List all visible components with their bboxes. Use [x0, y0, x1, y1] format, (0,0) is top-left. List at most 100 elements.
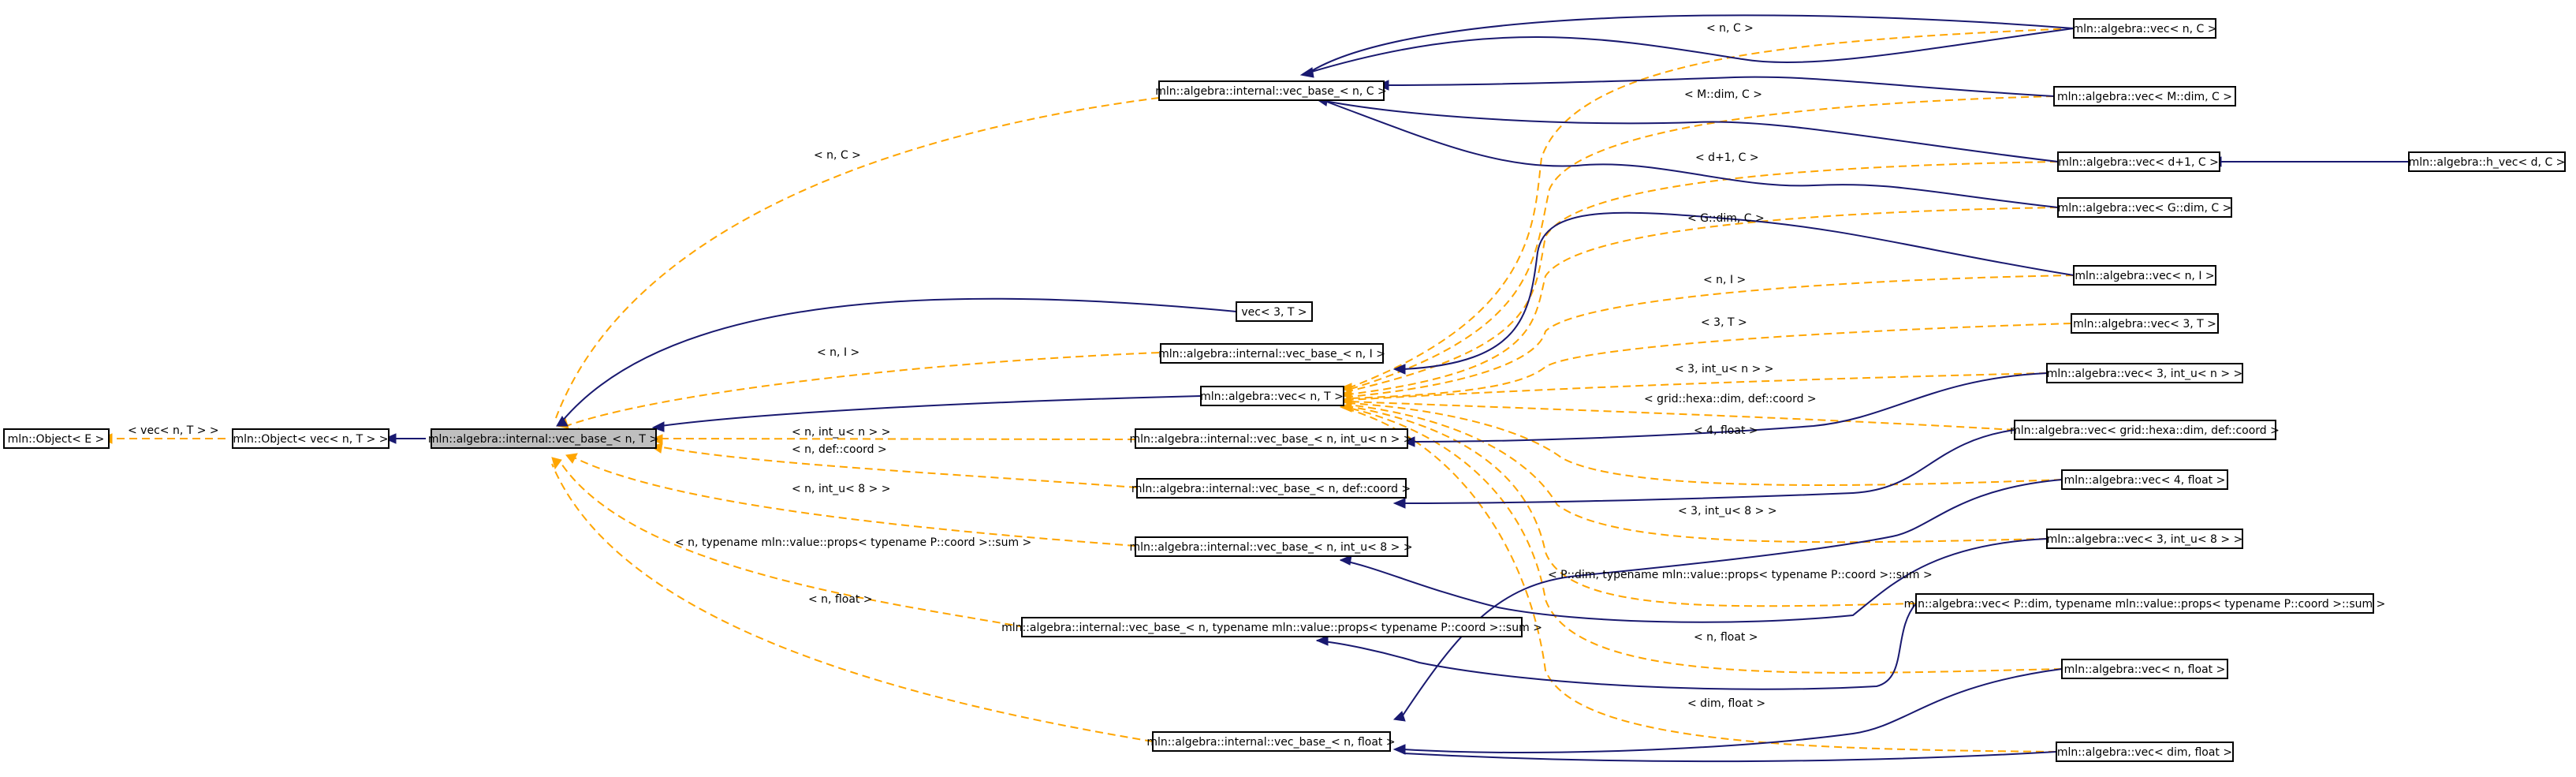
node-vec-3-intu-n[interactable]: mln::algebra::vec< 3, int_u< n > > [2046, 363, 2243, 383]
node-vec-dimfloat[interactable]: mln::algebra::vec< dim, float > [2056, 742, 2234, 762]
node-vec-3t[interactable]: mln::algebra::vec< 3, T > [2071, 313, 2219, 334]
edge-labels: < vec< n, T > > < n, C > < n, C > < n, I… [128, 22, 1933, 710]
edge-inherit-vec-dimfloat [1403, 751, 2057, 763]
node-vec-3-intu8[interactable]: mln::algebra::vec< 3, int_u< 8 > > [2046, 529, 2243, 549]
node-vec-base-nc[interactable]: mln::algebra::internal::vec_base_< n, C … [1155, 80, 1387, 101]
edge-template-vec-3-intu-n [1348, 372, 2048, 401]
node-vec-3-intu-n-label: mln::algebra::vec< 3, int_u< n > > [2047, 368, 2243, 380]
node-vec-base-nc-label: mln::algebra::internal::vec_base_< n, C … [1155, 85, 1387, 98]
node-vec-ni-label: mln::algebra::vec< n, I > [2075, 270, 2214, 282]
edge-template-vec-3-intu8 [1348, 404, 2048, 544]
label-dim-float: < dim, float > [1687, 697, 1765, 710]
edge-template-vec-mdim [1348, 95, 2055, 390]
node-vec-dimfloat-label: mln::algebra::vec< dim, float > [2057, 746, 2232, 759]
node-vec-base-n-defcoord[interactable]: mln::algebra::internal::vec_base_< n, de… [1131, 478, 1411, 499]
node-hvec[interactable]: mln::algebra::h_vec< d, C > [2408, 151, 2566, 172]
edge-inherit-vec-pdim [1316, 603, 1917, 690]
edge-inherit-vec-d1 [1324, 100, 2059, 162]
node-object-vec[interactable]: mln::Object< vec< n, T > > [232, 428, 390, 449]
edge-inherit-vec-grid [1403, 429, 2015, 504]
node-vec-nc-label: mln::algebra::vec< n, C > [2073, 23, 2217, 35]
node-vec-nt-label: mln::algebra::vec< n, T > [1200, 390, 1344, 403]
label-three-intu-n: < 3, int_u< n > > [1675, 363, 1774, 375]
node-vec-pdim[interactable]: mln::algebra::vec< P::dim, typename mln:… [1904, 593, 2386, 614]
node-vec-nc[interactable]: mln::algebra::vec< n, C > [2073, 18, 2217, 39]
node-vec-nfloat[interactable]: mln::algebra::vec< n, float > [2061, 659, 2228, 679]
label-n-sum-left: < n, typename mln::value::props< typenam… [675, 536, 1031, 549]
label-nc-right: < n, C > [1706, 22, 1754, 35]
node-vec-base-n-float[interactable]: mln::algebra::internal::vec_base_< n, fl… [1146, 731, 1396, 752]
label-n-float-left: < n, float > [808, 593, 873, 606]
arrowhead-template [551, 457, 562, 470]
node-vec-4float[interactable]: mln::algebra::vec< 4, float > [2061, 469, 2228, 490]
node-vec-nt[interactable]: mln::algebra::vec< n, T > [1200, 386, 1344, 406]
node-vec-4float-label: mln::algebra::vec< 4, float > [2064, 474, 2226, 487]
label-n-float-right: < n, float > [1694, 631, 1758, 644]
arrowhead-inherit [1392, 744, 1406, 755]
edge-template-vec-base-n-intu8 [573, 457, 1136, 547]
node-vec-base-nt[interactable]: mln::algebra::internal::vec_base_< n, T … [428, 428, 658, 449]
node-vec-3-intu8-label: mln::algebra::vec< 3, int_u< 8 > > [2047, 533, 2243, 546]
node-vec3t-plain-label: vec< 3, T > [1241, 306, 1307, 319]
node-vec-base-n-sum[interactable]: mln::algebra::internal::vec_base_< n, ty… [1001, 617, 1542, 637]
label-mdim: < M::dim, C > [1684, 88, 1762, 101]
edge-template-vec-base-n-float [551, 463, 1154, 742]
arrowhead-inherit [1315, 635, 1329, 646]
arrowhead-inherit [651, 421, 665, 432]
node-vec-base-n-intu-n-label: mln::algebra::internal::vec_base_< n, in… [1129, 433, 1412, 446]
arrowhead-inherit [1339, 555, 1352, 566]
label-n-intu-n-left: < n, int_u< n > > [792, 426, 891, 439]
edge-inherit-vec-nc-1 [1308, 28, 2075, 73]
edge-template-vec-nc [1348, 28, 2075, 389]
edge-inherit-vec-3-intu-n [1412, 372, 2048, 443]
edge-template-vec-3t [1348, 323, 2072, 399]
node-vec-base-n-intu8[interactable]: mln::algebra::internal::vec_base_< n, in… [1129, 536, 1413, 557]
arrowhead-inherit [1299, 67, 1314, 78]
node-vec-grid[interactable]: mln::algebra::vec< grid::hexa::dim, def:… [2010, 420, 2280, 440]
arrowhead-inherit [1392, 498, 1406, 509]
node-object-vec-label: mln::Object< vec< n, T > > [233, 433, 388, 446]
edge-inherit-vec-nt [660, 395, 1202, 427]
edge-inherit-vec-3-intu8 [1340, 538, 2048, 623]
node-vec-gdim[interactable]: mln::algebra::vec< G::dim, C > [2057, 197, 2232, 218]
edge-inherit-vec-mdim [1385, 76, 2055, 97]
edge-template-vec-ni [1348, 275, 2075, 398]
label-ni-left: < n, I > [817, 346, 859, 359]
nodes: mln::Object< E > mln::Object< vec< n, T … [3, 18, 2566, 762]
node-vec-base-ni[interactable]: mln::algebra::internal::vec_base_< n, I … [1158, 343, 1385, 364]
label-ni-right: < n, I > [1703, 274, 1746, 286]
arrowhead-inherit [1402, 436, 1415, 447]
edge-inherit-vec-nfloat [1403, 668, 2063, 753]
node-vec-pdim-label: mln::algebra::vec< P::dim, typename mln:… [1904, 598, 2386, 611]
label-gdim: < G::dim, C > [1687, 212, 1765, 225]
edge-inherit-vec-ni [1403, 211, 2075, 370]
node-vec-mdim[interactable]: mln::algebra::vec< M::dim, C > [2053, 86, 2236, 106]
node-object-e-label: mln::Object< E > [8, 433, 105, 446]
node-vec-d1[interactable]: mln::algebra::vec< d+1, C > [2057, 151, 2220, 172]
node-vec-base-nt-label: mln::algebra::internal::vec_base_< n, T … [428, 433, 658, 446]
label-d1: < d+1, C > [1695, 151, 1759, 164]
node-vec-mdim-label: mln::algebra::vec< M::dim, C > [2057, 91, 2232, 103]
edge-inherit-vec3t-plain [561, 297, 1237, 423]
node-vec3t-plain[interactable]: vec< 3, T > [1236, 301, 1313, 322]
arrowhead-inherit [1392, 364, 1406, 375]
node-vec-base-n-float-label: mln::algebra::internal::vec_base_< n, fl… [1146, 736, 1395, 749]
edge-inherit-vec-nc-2 [1308, 14, 2075, 73]
node-vec-ni[interactable]: mln::algebra::vec< n, I > [2073, 265, 2216, 286]
edge-template-vec-base-n-sum [559, 461, 1026, 628]
node-vec-base-n-defcoord-label: mln::algebra::internal::vec_base_< n, de… [1131, 483, 1411, 495]
arrowhead-template [1339, 402, 1352, 413]
arrowhead-template [565, 453, 578, 464]
arrowhead-inherit [556, 416, 569, 427]
edge-template-vec-base-n-defcoord [658, 446, 1138, 488]
label-three-t: < 3, T > [1701, 316, 1747, 329]
edge-template-vec-nfloat [1348, 407, 2063, 674]
node-vec-grid-label: mln::algebra::vec< grid::hexa::dim, def:… [2010, 424, 2280, 437]
node-vec-base-n-intu-n[interactable]: mln::algebra::internal::vec_base_< n, in… [1129, 428, 1413, 449]
label-four-float: < 4, float > [1694, 424, 1758, 437]
arrowhead-inherit [1392, 711, 1406, 722]
edge-template-vec-4float [1348, 402, 2063, 486]
node-object-e[interactable]: mln::Object< E > [3, 428, 110, 449]
node-vec-3t-label: mln::algebra::vec< 3, T > [2073, 318, 2216, 331]
